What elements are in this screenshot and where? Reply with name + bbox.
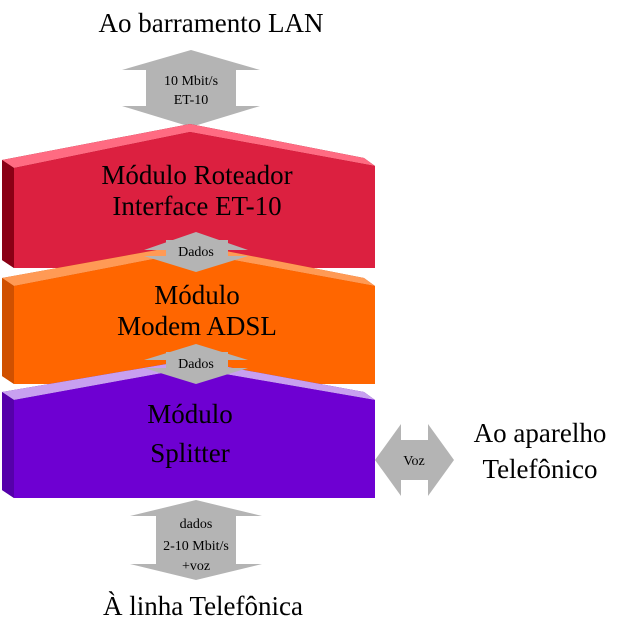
data-arrow-label-1: Dados [178,245,214,260]
voice-arrow: Voz [375,424,454,496]
splitter-title: Módulo [147,399,233,429]
splitter-subtitle: Splitter [150,438,230,468]
modem-module: Módulo Modem ADSL [2,244,375,384]
router-module: Módulo Roteador Interface ET-10 [2,124,375,268]
top-label: Ao barramento LAN [99,8,324,38]
line-arrow-voice: +voz [182,559,210,574]
line-arrow-data: dados [180,517,213,532]
voice-arrow-label: Voz [403,454,425,469]
router-subtitle: Interface ET-10 [112,191,281,221]
lan-arrow: 10 Mbit/s ET-10 [122,50,260,127]
data-arrow-router-modem: Dados [144,232,248,272]
splitter-module-face [14,368,375,498]
phone-label-line2: Telefônico [482,454,597,484]
line-arrow: dados 2-10 Mbit/s +voz [130,500,262,580]
splitter-module: Módulo Splitter [2,360,375,498]
line-arrow-rate: 2-10 Mbit/s [163,539,229,554]
bottom-label: À linha Telefônica [103,591,303,621]
data-arrow-label-2: Dados [178,357,214,372]
router-module-face [14,132,375,268]
modem-module-face [14,252,375,384]
modem-subtitle: Modem ADSL [117,311,277,341]
lan-arrow-rate: 10 Mbit/s [164,74,218,89]
modem-title: Módulo [154,280,240,310]
lan-arrow-protocol: ET-10 [174,93,208,108]
phone-label-line1: Ao aparelho [474,418,607,448]
data-arrow-modem-splitter: Dados [144,344,248,384]
router-title: Módulo Roteador [101,160,292,190]
